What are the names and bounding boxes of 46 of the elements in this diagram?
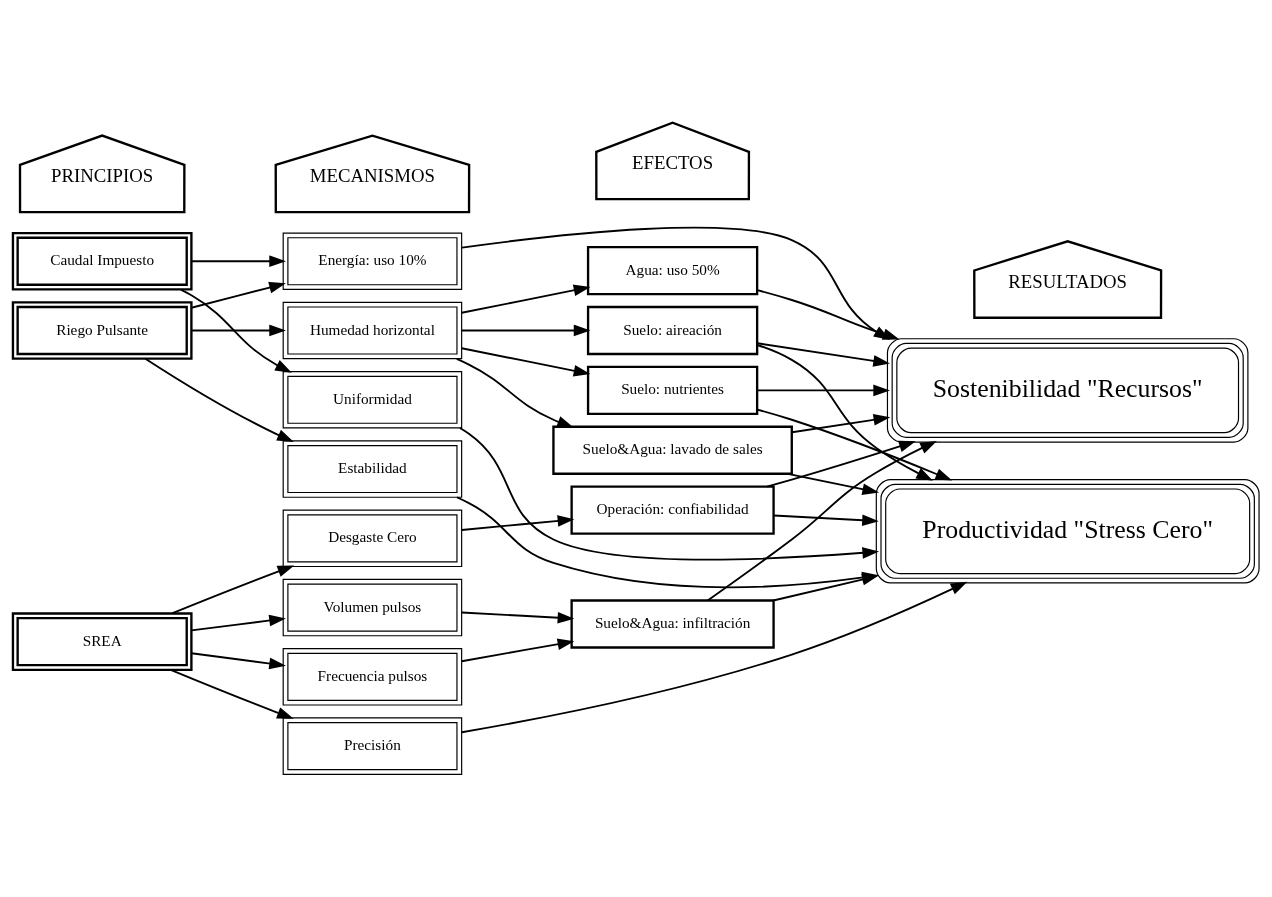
arrow: [179, 288, 292, 373]
node-box: Suelo&Agua: infiltración: [570, 599, 775, 649]
arrow: [190, 281, 286, 309]
arrow: [756, 344, 933, 481]
arrow: [460, 347, 591, 377]
arrow: [756, 408, 953, 481]
node-box: Sostenibilidad "Recursos": [886, 338, 1249, 443]
node-box: Suelo: aireación: [586, 305, 759, 356]
node-box: Energía: uso 10%: [282, 232, 463, 290]
node-box: Suelo&Agua: lavado de sales: [552, 425, 793, 475]
arrow: [171, 565, 295, 615]
arrow: [460, 284, 591, 314]
arrow: [791, 414, 891, 434]
arrow: [190, 652, 286, 670]
node-box: Operación: confiabilidad: [570, 485, 775, 535]
node-box: Caudal Impuesto: [11, 231, 193, 291]
node-box: Volumen pulsos: [282, 578, 463, 637]
arrow: [756, 342, 890, 367]
arrow: [190, 614, 286, 632]
node-box: Precisión: [282, 717, 463, 775]
node-box: Humedad horizontal: [282, 301, 463, 360]
node-box: SREA: [11, 612, 193, 671]
arrow: [460, 581, 968, 734]
arrow: [144, 357, 294, 442]
arrow: [460, 515, 575, 531]
arrow: [190, 324, 286, 337]
arrow: [772, 514, 879, 527]
node-box: Riego Pulsante: [11, 301, 193, 360]
node-box: Frecuencia pulsos: [282, 648, 463, 706]
arrow: [169, 669, 294, 719]
arrow: [756, 384, 890, 397]
arrow: [706, 440, 937, 602]
node-box: Agua: uso 50%: [586, 245, 759, 296]
arrow: [766, 440, 916, 488]
arrow: [190, 255, 286, 268]
arrow: [460, 611, 575, 624]
node-box: Estabilidad: [282, 440, 463, 498]
arrow: [786, 472, 880, 495]
arrow: [459, 427, 880, 561]
arrow: [455, 357, 574, 428]
arrow: [460, 638, 575, 663]
arrow: [460, 324, 591, 337]
node-box: Productividad "Stress Cero": [875, 479, 1260, 584]
node-box: Uniformidad: [282, 371, 463, 429]
node-box: Suelo: nutrientes: [586, 365, 759, 416]
node-box: Desgaste Cero: [282, 509, 463, 568]
